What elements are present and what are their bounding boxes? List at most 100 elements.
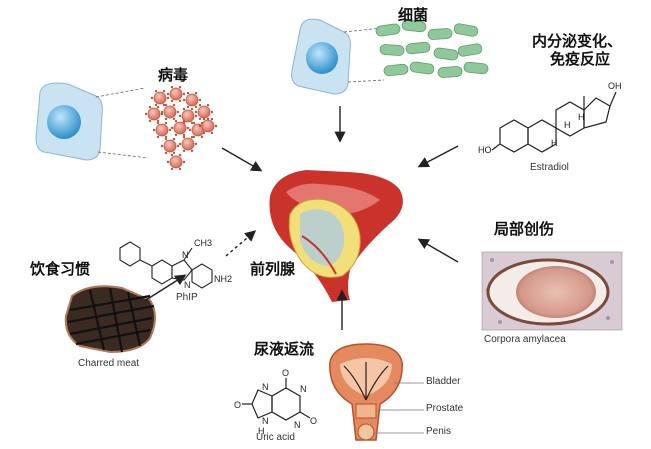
uric-n1: N	[262, 382, 269, 392]
phip-nh2: NH2	[214, 274, 232, 284]
virus-spike	[160, 112, 164, 116]
virus-spike	[174, 119, 178, 123]
virus-particle	[197, 105, 211, 119]
virus-spike	[210, 117, 214, 121]
virus-particle	[169, 87, 183, 101]
caption-prostate: Prostate	[426, 403, 464, 414]
virus-spike	[206, 117, 210, 121]
caption-phip: PhIP	[176, 292, 198, 303]
bacterium	[405, 41, 431, 55]
virus-zoom-lines	[95, 87, 149, 159]
caption-uric-acid: Uric acid	[256, 432, 295, 443]
virus-spike	[186, 126, 190, 130]
virus-spike	[186, 91, 190, 95]
virus-particles	[144, 85, 218, 171]
virus-spike	[170, 99, 174, 103]
virus-spike	[194, 105, 198, 109]
bacterium	[409, 61, 435, 75]
virus-spike	[198, 103, 202, 107]
prostate-anatomy	[269, 170, 403, 302]
virus-spike	[170, 126, 174, 130]
virus-particle	[147, 107, 161, 121]
virus-particle	[153, 91, 167, 105]
caption-estradiol: Estradiol	[530, 162, 569, 173]
virus-spike	[170, 167, 174, 171]
virus-spike	[178, 99, 182, 103]
virus-spike	[156, 121, 160, 125]
label-injury: 局部创伤	[494, 220, 555, 238]
virus-spike	[166, 96, 170, 100]
virus-spike	[164, 137, 168, 141]
virus-spike	[190, 149, 194, 153]
virus-particle	[163, 105, 177, 119]
estradiol-h1: H	[578, 112, 585, 122]
estradiol-structure	[491, 91, 617, 153]
virus-particle	[185, 93, 199, 107]
bacterium	[463, 61, 489, 75]
label-virus: 病毒	[158, 66, 189, 84]
virus-spike	[182, 133, 186, 137]
virus-spike	[172, 117, 176, 121]
virus-spike	[190, 107, 194, 111]
virus-spike	[164, 121, 168, 125]
phip-methyl: CH3	[194, 238, 212, 248]
estradiol-ho: HO	[478, 145, 492, 155]
virus-spike	[190, 135, 194, 139]
phip-n-low: N	[184, 280, 191, 290]
virus-spike	[198, 117, 202, 121]
bacterium	[375, 23, 401, 37]
virus-spike	[178, 114, 182, 118]
virus-spike	[192, 135, 196, 139]
virus-spike	[182, 119, 186, 123]
virus-spike	[202, 117, 206, 121]
arrow-virus	[221, 147, 263, 172]
bacterium	[433, 47, 459, 61]
virus-spike	[186, 105, 190, 109]
uric-o3: O	[310, 416, 317, 426]
virus-spike	[166, 160, 170, 164]
virus-spike	[182, 135, 186, 139]
estradiol-h2: H	[551, 138, 558, 148]
virus-spike	[172, 137, 176, 141]
virus-spike	[198, 124, 202, 128]
virus-spike	[178, 167, 182, 171]
virus-spike	[148, 119, 152, 123]
virus-spike	[176, 144, 180, 148]
virus-particle	[163, 139, 177, 153]
virus-spike	[198, 98, 202, 102]
label-diet: 饮食习惯	[30, 260, 91, 278]
virus-spike	[202, 131, 206, 135]
label-bacteria: 细菌	[398, 6, 429, 24]
virus-spike	[160, 144, 164, 148]
virus-spike	[172, 151, 176, 155]
bacterium	[457, 43, 483, 57]
virus-spike	[194, 142, 198, 146]
virus-spike	[144, 112, 148, 116]
virus-cell	[35, 82, 103, 161]
caption-charred-meat: Charred meat	[78, 358, 140, 369]
phip-n-top: N	[182, 250, 189, 260]
virus-spike	[154, 89, 158, 93]
bacteria-rods	[375, 19, 489, 78]
virus-particle	[173, 121, 187, 135]
arrow-diet	[145, 274, 187, 301]
caption-bladder: Bladder	[426, 376, 461, 387]
estradiol-h3: H	[564, 120, 571, 130]
bacterium	[383, 63, 409, 77]
virus-spike	[162, 89, 166, 93]
caption-penis: Penis	[426, 426, 452, 437]
virus-spike	[182, 160, 186, 164]
virus-spike	[182, 98, 186, 102]
uric-o2: O	[234, 400, 241, 410]
corpora-micrograph	[481, 251, 623, 331]
bacteria-zoom-lines	[343, 27, 385, 83]
bacterium	[437, 66, 463, 78]
virus-spike	[178, 153, 182, 157]
uric-acid-structure	[242, 378, 311, 421]
label-endocrine-2: 免疫反应	[550, 50, 611, 68]
virus-spike	[190, 121, 194, 125]
bacterium	[401, 19, 427, 33]
arrow-endocrine	[417, 145, 459, 168]
virus-spike	[152, 128, 156, 132]
